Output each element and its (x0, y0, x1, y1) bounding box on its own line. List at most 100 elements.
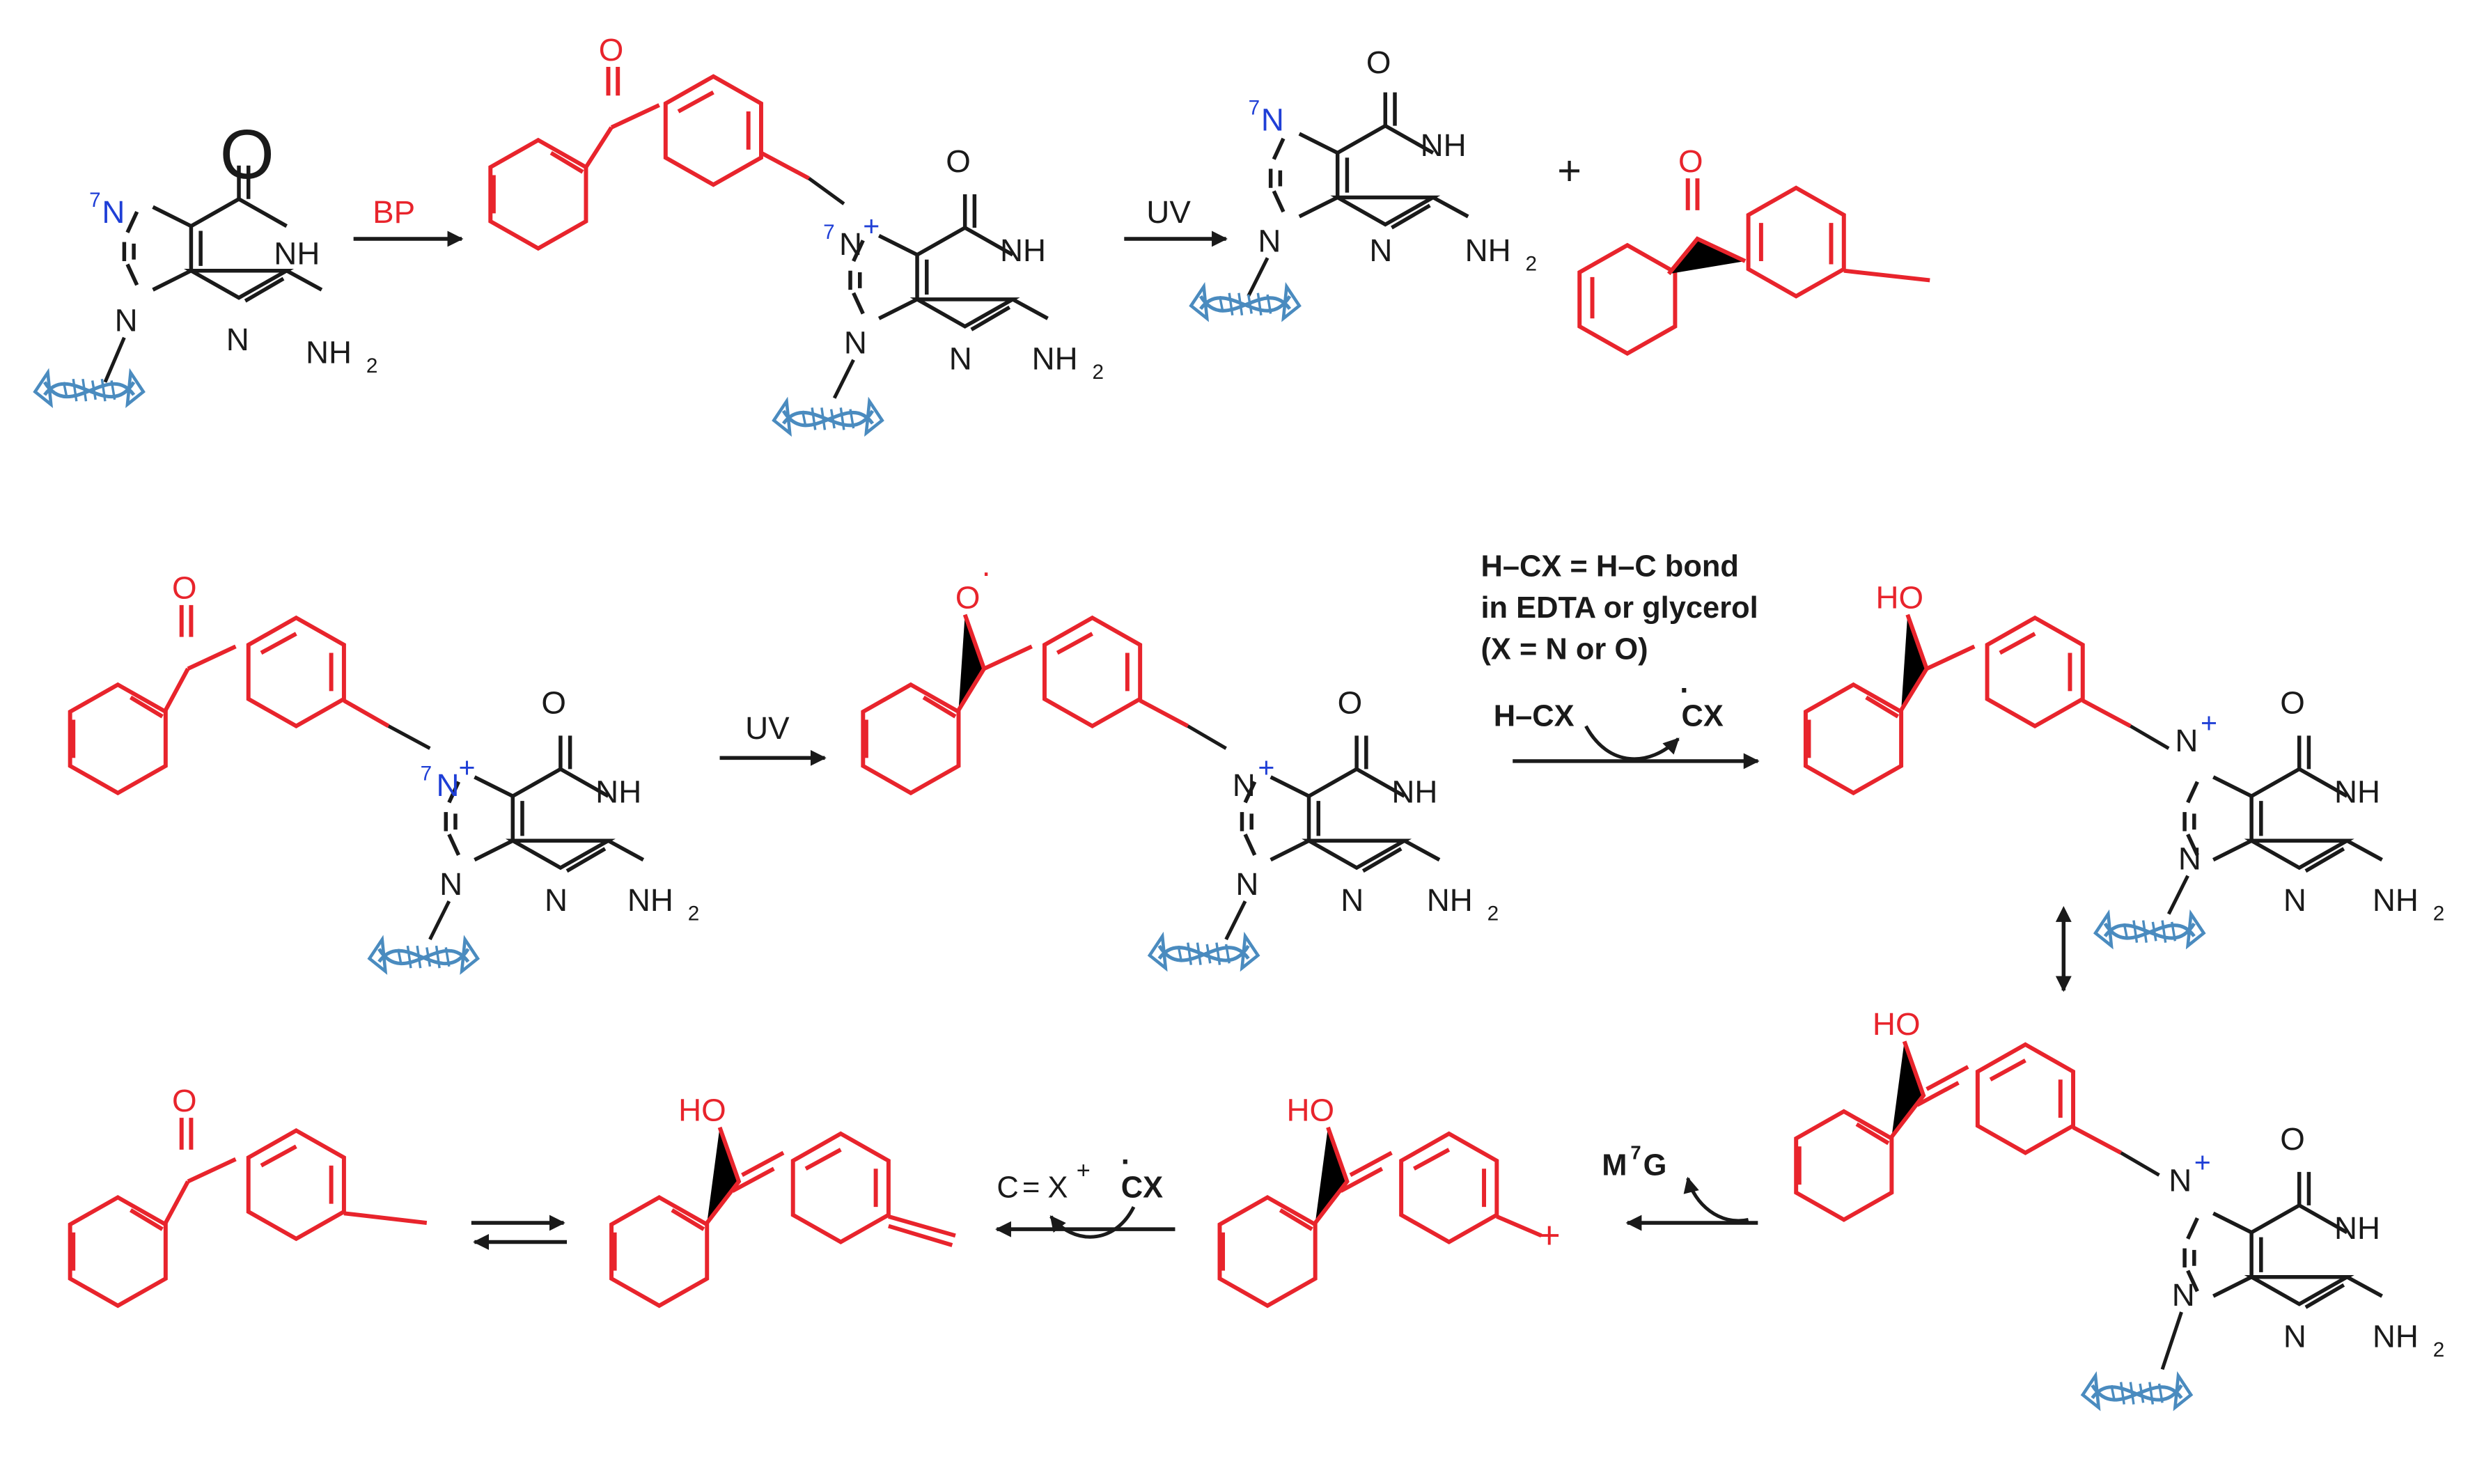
hydroxy-adduct: HO O NH N NH 2 N + N (1806, 579, 2444, 946)
reaction-arrow-bp: BP (353, 194, 464, 247)
atom-n7-4: N (437, 767, 460, 803)
atom-nh2: NH (306, 334, 352, 370)
guanine-reactant: O NH N NH 2 N 7 N (35, 116, 377, 405)
curved-arrow (1584, 725, 1680, 761)
atom-n9-7: N (2172, 1277, 2195, 1313)
atom-o-7: O (2280, 1121, 2305, 1157)
atom-n-5: N (1341, 882, 1364, 918)
m7g-7: 7 (1630, 1142, 1641, 1164)
methylbenzophenone-bottom: O (70, 1083, 428, 1306)
subscript-2e: 2 (1487, 903, 1499, 925)
subscript-2b: 2 (1093, 361, 1104, 384)
m7g-release-step: M 7 G (1602, 1142, 1758, 1231)
atom-nh2-5: NH (1427, 882, 1473, 918)
atom-n7: N (102, 194, 125, 230)
dna-backbone-icon (2083, 1376, 2191, 1408)
n7-number: 7 (89, 189, 101, 212)
n7-plus-3: + (1258, 751, 1274, 783)
reagent-cx-dot: · (1121, 1146, 1131, 1179)
reagent-cx: CX (1121, 1171, 1163, 1204)
subscript-2d: 2 (688, 903, 700, 925)
dna-backbone-icon (1150, 936, 1258, 968)
hydroxy-ho-3: HO (1287, 1093, 1335, 1128)
methylbenzophenone-top: O (1579, 143, 1930, 354)
reaction-arrow-uv-top: UV (1124, 194, 1228, 247)
atom-n-7: N (2283, 1318, 2306, 1354)
product-x: X (1048, 1171, 1068, 1204)
bp-guanine-adduct-2: O O NH N NH 2 N 7 + N (70, 570, 700, 971)
atom-nh-7: NH (2334, 1210, 2380, 1246)
reaction-arrow-uv-mid: UV (719, 710, 827, 766)
atom-n9-2: N (844, 325, 867, 361)
reagent-uv: UV (1146, 194, 1191, 230)
atom-n7-6: N (2175, 723, 2198, 758)
dna-backbone-icon (370, 939, 478, 971)
cx-radical-dot: · (1680, 674, 1689, 708)
atom-nh2-4: NH (627, 882, 673, 918)
atom-n-2: N (949, 341, 972, 376)
atom-o-2: O (946, 143, 971, 179)
cation-plus: + (1538, 1214, 1561, 1257)
atom-n9-6: N (2178, 841, 2201, 876)
atom-nh2-6: NH (2373, 882, 2419, 918)
radical-o: O (955, 579, 981, 615)
atom-n-4: N (545, 882, 568, 918)
carbonyl-o-2: O (1678, 143, 1703, 179)
quinone-methide: HO (611, 1093, 956, 1306)
atom-o: O (220, 116, 274, 194)
atom-n7-7: N (2169, 1162, 2192, 1198)
m7g-m: M (1602, 1148, 1627, 1182)
n7-number-2: 7 (823, 221, 835, 244)
atom-n: N (226, 322, 249, 357)
guanine-product: O NH N NH 2 N 7 N (1191, 45, 1537, 318)
atom-n9-4: N (439, 866, 462, 902)
subscript-2g: 2 (2433, 1338, 2445, 1361)
atom-o-5: O (1338, 685, 1363, 720)
atom-nh-3: NH (1421, 127, 1467, 163)
atom-n7-2: N (839, 226, 862, 262)
atom-n7-5: N (1233, 767, 1256, 803)
carbocation-intermediate: HO + (1219, 1093, 1561, 1306)
reagent-uv-2: UV (745, 710, 790, 746)
atom-n9: N (115, 303, 138, 338)
n7-number-4: 7 (421, 762, 432, 785)
atom-o-4: O (541, 685, 566, 720)
plus-sign: + (1557, 147, 1581, 194)
atom-n-3: N (1369, 233, 1392, 268)
note-line-2: in EDTA or glycerol (1481, 591, 1758, 625)
atom-o-3: O (1366, 45, 1391, 80)
bp-guanine-adduct: O O NH N NH 2 N 7 + N (490, 32, 1104, 433)
carbonyl-o: O (599, 32, 624, 68)
quinoid-adduct: HO O NH N NH 2 N + N (1796, 1006, 2444, 1407)
subscript-2c: 2 (1525, 253, 1537, 276)
product-x-plus: + (1077, 1157, 1091, 1184)
atom-nh-5: NH (1391, 774, 1437, 809)
dna-backbone-icon (35, 373, 143, 405)
note-line-1: H–CX = H–C bond (1481, 550, 1738, 584)
n7-number-3: 7 (1249, 97, 1260, 120)
hydrogen-abstraction-step: H–CX = H–C bond in EDTA or glycerol (X =… (1481, 550, 1760, 770)
atom-nh2-7: NH (2373, 1318, 2419, 1354)
m7g-g: G (1643, 1148, 1667, 1182)
dna-backbone-icon (1191, 287, 1299, 319)
subscript-2: 2 (366, 354, 378, 377)
n7-plus-5: + (2194, 1146, 2211, 1178)
dna-backbone-icon (774, 401, 882, 433)
reagent-hcx: H–CX (1494, 700, 1575, 733)
radical-dot: · (981, 554, 992, 590)
product-cx: CX (1682, 700, 1724, 733)
equilibrium-arrow (471, 1214, 568, 1250)
n7-plus-4: + (2201, 707, 2217, 739)
atom-nh-4: NH (595, 774, 641, 809)
atom-nh-2: NH (1000, 233, 1046, 268)
atom-nh2-2: NH (1032, 341, 1078, 376)
hydroxy-ho: HO (1876, 579, 1924, 615)
atom-n-6: N (2283, 882, 2306, 918)
hydroxy-ho-2: HO (1873, 1006, 1921, 1042)
atom-n9-3: N (1258, 223, 1281, 258)
atom-n9-5: N (1235, 866, 1258, 902)
hydroxy-ho-4: HO (678, 1093, 726, 1128)
carbonyl-o-3: O (172, 570, 197, 606)
radical-quench-step: C = X + CX · (995, 1146, 1175, 1239)
